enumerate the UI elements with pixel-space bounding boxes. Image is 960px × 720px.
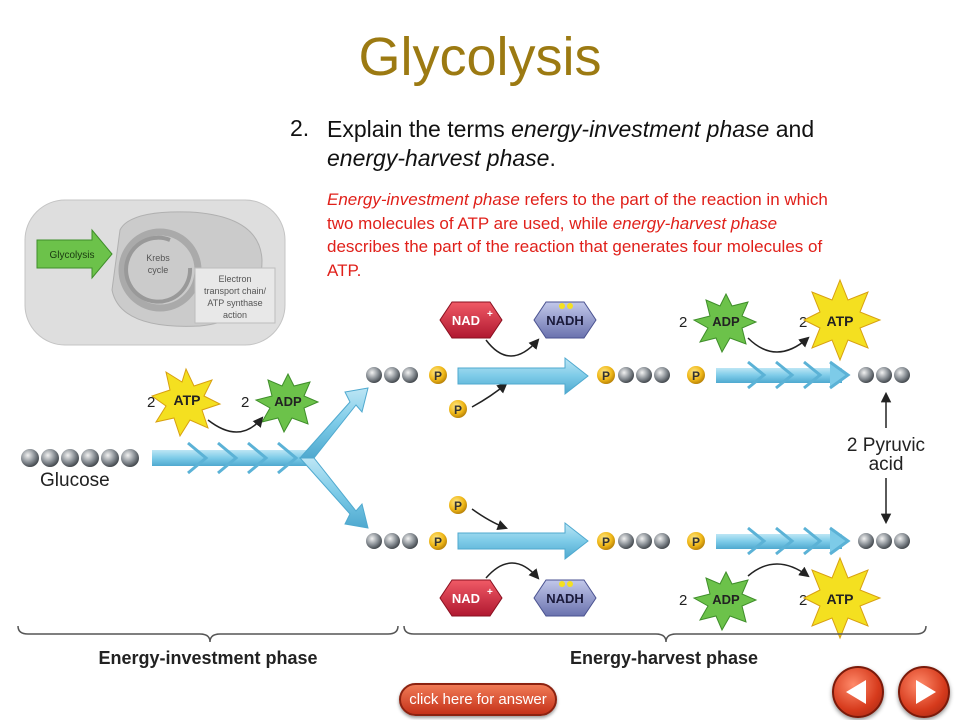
svg-text:P: P (434, 369, 442, 383)
svg-text:P: P (602, 535, 610, 549)
atp-star-investment: ATP (150, 367, 222, 438)
svg-text:cycle: cycle (148, 265, 169, 275)
svg-text:acid: acid (869, 454, 904, 475)
nadh-bottom: NADH (533, 579, 597, 617)
pyruvate-bottom (858, 533, 910, 549)
inset-krebs-label: Krebs (146, 253, 170, 263)
svg-text:2: 2 (799, 314, 807, 331)
investment-phase-label: Energy-investment phase (98, 648, 317, 668)
harvest-bracket (403, 625, 927, 643)
svg-text:ATP: ATP (174, 392, 201, 408)
bottom-bisphosphate-molecule: P P (597, 532, 705, 550)
inset-glycolysis-arrow (36, 228, 113, 280)
svg-text:ATP: ATP (827, 591, 854, 607)
question-text: Explain the terms energy-investment phas… (327, 116, 815, 171)
nad-bottom: NAD + (439, 579, 503, 617)
question-number: 2. (290, 115, 310, 141)
top-branch-molecule: P (366, 366, 447, 384)
bottom-arrow-2 (716, 526, 851, 556)
svg-text:P: P (692, 369, 700, 383)
svg-text:NADH: NADH (546, 313, 584, 328)
bottom-arrow-1 (457, 521, 589, 561)
krebs-cycle-arrow (124, 235, 193, 304)
svg-text:ADP: ADP (712, 592, 740, 607)
investment-bracket (17, 625, 399, 643)
next-slide-button[interactable] (898, 666, 950, 718)
svg-text:2: 2 (679, 314, 687, 331)
adp-star-harvest-top: ADP (692, 292, 758, 354)
svg-text:NADH: NADH (546, 591, 584, 606)
inset-glycolysis-label: Glycolysis (49, 250, 94, 261)
investment-atp-arrow (207, 416, 264, 433)
triangle-right-icon (916, 680, 936, 704)
svg-text:transport chain/: transport chain/ (204, 286, 267, 296)
free-phosphate-bottom: P (449, 496, 467, 514)
atp-star-harvest-bottom: ATP (802, 556, 882, 640)
svg-text:NAD: NAD (452, 591, 480, 606)
show-answer-button[interactable]: click here for answer (399, 683, 557, 716)
top-bisphosphate-molecule: P P (597, 366, 705, 384)
svg-text:+: + (487, 587, 493, 598)
nad-top: NAD + (439, 301, 503, 339)
free-phosphate-top: P (449, 400, 467, 418)
svg-text:2: 2 (241, 394, 249, 411)
adp-star-investment: ADP (254, 372, 320, 434)
pyruvate-top (858, 367, 910, 383)
cell-overview-inset: Krebs cycle Electron transport chain/ AT… (24, 199, 286, 346)
harvest-phase-label: Energy-harvest phase (570, 648, 758, 668)
svg-text:2: 2 (147, 394, 155, 411)
investment-arrow (152, 387, 369, 529)
svg-text:ATP: ATP (827, 313, 854, 329)
svg-text:P: P (434, 535, 442, 549)
svg-text:ADP: ADP (712, 314, 740, 329)
glucose-molecule (21, 449, 139, 467)
svg-text:+: + (487, 309, 493, 320)
svg-text:2: 2 (679, 592, 687, 609)
pyruvic-acid-label: 2 Pyruvic (847, 435, 925, 456)
svg-text:P: P (454, 499, 462, 513)
previous-slide-button[interactable] (832, 666, 884, 718)
nadh-top: NADH (533, 301, 597, 339)
svg-text:NAD: NAD (452, 313, 480, 328)
svg-text:P: P (454, 403, 462, 417)
triangle-left-icon (846, 680, 866, 704)
svg-text:P: P (602, 369, 610, 383)
svg-text:ATP synthase: ATP synthase (207, 298, 262, 308)
top-arrow-2 (716, 360, 851, 390)
svg-text:action: action (223, 310, 247, 320)
glucose-label: Glucose (40, 470, 110, 491)
inset-etc-label: Electron (218, 274, 251, 284)
svg-text:ADP: ADP (274, 394, 302, 409)
atp-star-harvest-top: ATP (802, 278, 882, 362)
adp-star-harvest-bottom: ADP (692, 570, 758, 632)
answer-text: Energy-investment phase refers to the pa… (327, 190, 828, 280)
top-arrow-1 (457, 356, 589, 396)
svg-text:P: P (692, 535, 700, 549)
bottom-branch-molecule: P (366, 532, 447, 550)
slide-title: Glycolysis (358, 27, 602, 87)
svg-text:2: 2 (799, 592, 807, 609)
